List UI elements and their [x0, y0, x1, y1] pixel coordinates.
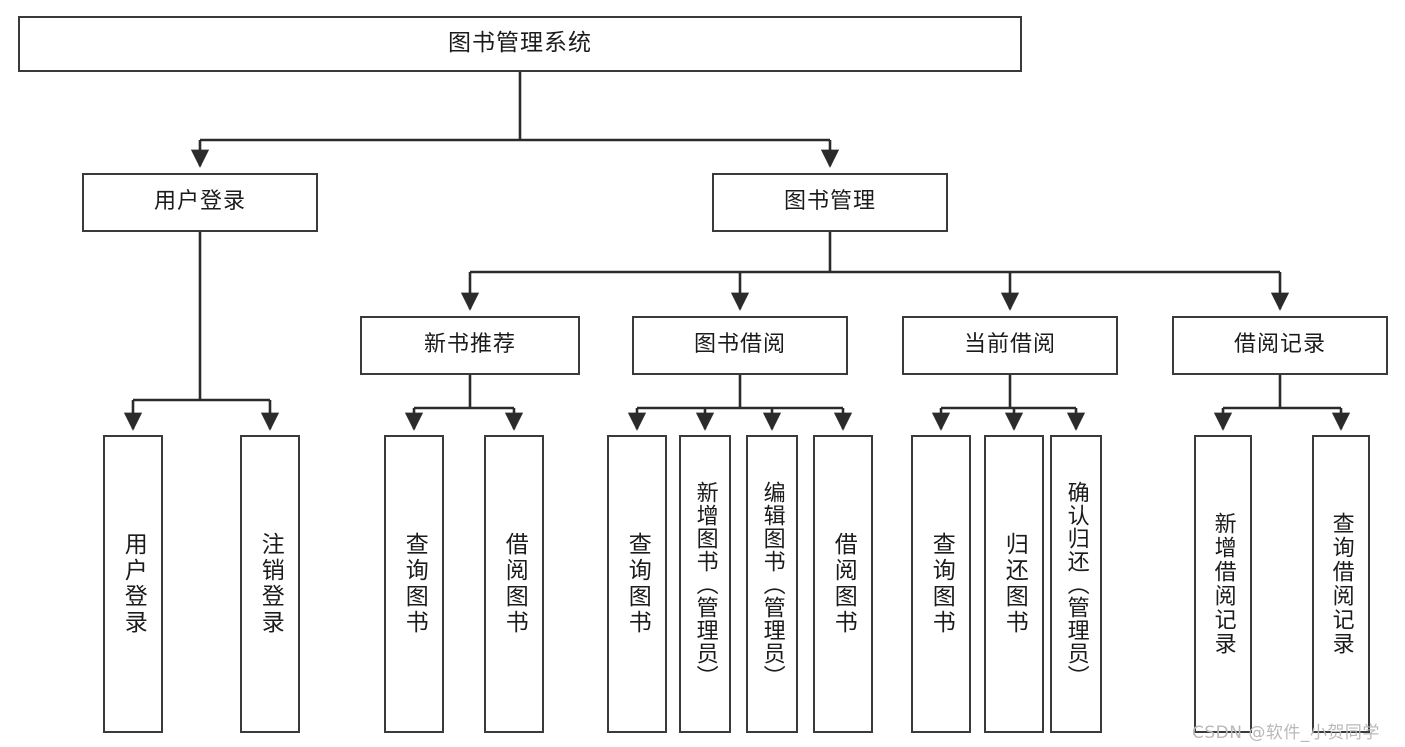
node-leaf-borrow-book-2-label: 借阅图书 [830, 532, 857, 636]
node-book-manage-label: 图书管理 [783, 189, 876, 215]
node-user-login-label: 用户登录 [153, 189, 246, 215]
node-leaf-query-book-3-label: 查询图书 [928, 532, 955, 636]
node-new-book-rec-label: 新书推荐 [423, 332, 516, 358]
csdn-watermark-text: CSDN @软件_小贺同学 [1192, 723, 1380, 743]
node-current-borrow-label: 当前借阅 [963, 332, 1056, 358]
node-leaf-borrow-book-2[interactable]: 借阅图书 [813, 435, 873, 733]
node-leaf-confirm-return[interactable]: 确认归还（管理员） [1050, 435, 1102, 733]
node-leaf-user-login[interactable]: 用户登录 [103, 435, 163, 733]
node-leaf-query-book-2-label: 查询图书 [624, 532, 651, 636]
node-new-book-rec[interactable]: 新书推荐 [360, 316, 580, 375]
csdn-watermark: CSDN @软件_小贺同学 [1192, 718, 1380, 743]
node-current-borrow[interactable]: 当前借阅 [902, 316, 1118, 375]
node-leaf-add-record[interactable]: 新增借阅记录 [1194, 435, 1252, 733]
node-leaf-query-book-3[interactable]: 查询图书 [911, 435, 971, 733]
node-leaf-confirm-return-label: 确认归还（管理员） [1063, 480, 1089, 688]
node-book-manage[interactable]: 图书管理 [712, 173, 948, 232]
node-borrow-record-label: 借阅记录 [1233, 332, 1326, 358]
node-book-borrow[interactable]: 图书借阅 [632, 316, 848, 375]
node-leaf-query-record-label: 查询借阅记录 [1328, 512, 1354, 656]
node-leaf-add-book[interactable]: 新增图书（管理员） [679, 435, 731, 733]
node-leaf-add-book-label: 新增图书（管理员） [692, 480, 718, 688]
node-leaf-edit-book[interactable]: 编辑图书（管理员） [746, 435, 798, 733]
node-leaf-borrow-book-1-label: 借阅图书 [501, 532, 528, 636]
node-leaf-query-book-1[interactable]: 查询图书 [384, 435, 444, 733]
node-leaf-return-book-label: 归还图书 [1001, 532, 1028, 636]
node-user-login[interactable]: 用户登录 [82, 173, 318, 232]
node-root-label: 图书管理系统 [448, 30, 592, 57]
node-leaf-query-record[interactable]: 查询借阅记录 [1312, 435, 1370, 733]
node-leaf-borrow-book-1[interactable]: 借阅图书 [484, 435, 544, 733]
node-root[interactable]: 图书管理系统 [18, 16, 1022, 72]
node-leaf-query-book-1-label: 查询图书 [401, 532, 428, 636]
node-book-borrow-label: 图书借阅 [693, 332, 786, 358]
node-leaf-return-book[interactable]: 归还图书 [984, 435, 1044, 733]
node-leaf-add-record-label: 新增借阅记录 [1210, 512, 1236, 656]
node-leaf-query-book-2[interactable]: 查询图书 [607, 435, 667, 733]
node-leaf-logout-label: 注销登录 [257, 532, 284, 636]
node-leaf-user-login-label: 用户登录 [120, 532, 147, 636]
node-leaf-edit-book-label: 编辑图书（管理员） [759, 480, 785, 688]
node-leaf-logout[interactable]: 注销登录 [240, 435, 300, 733]
node-borrow-record[interactable]: 借阅记录 [1172, 316, 1388, 375]
